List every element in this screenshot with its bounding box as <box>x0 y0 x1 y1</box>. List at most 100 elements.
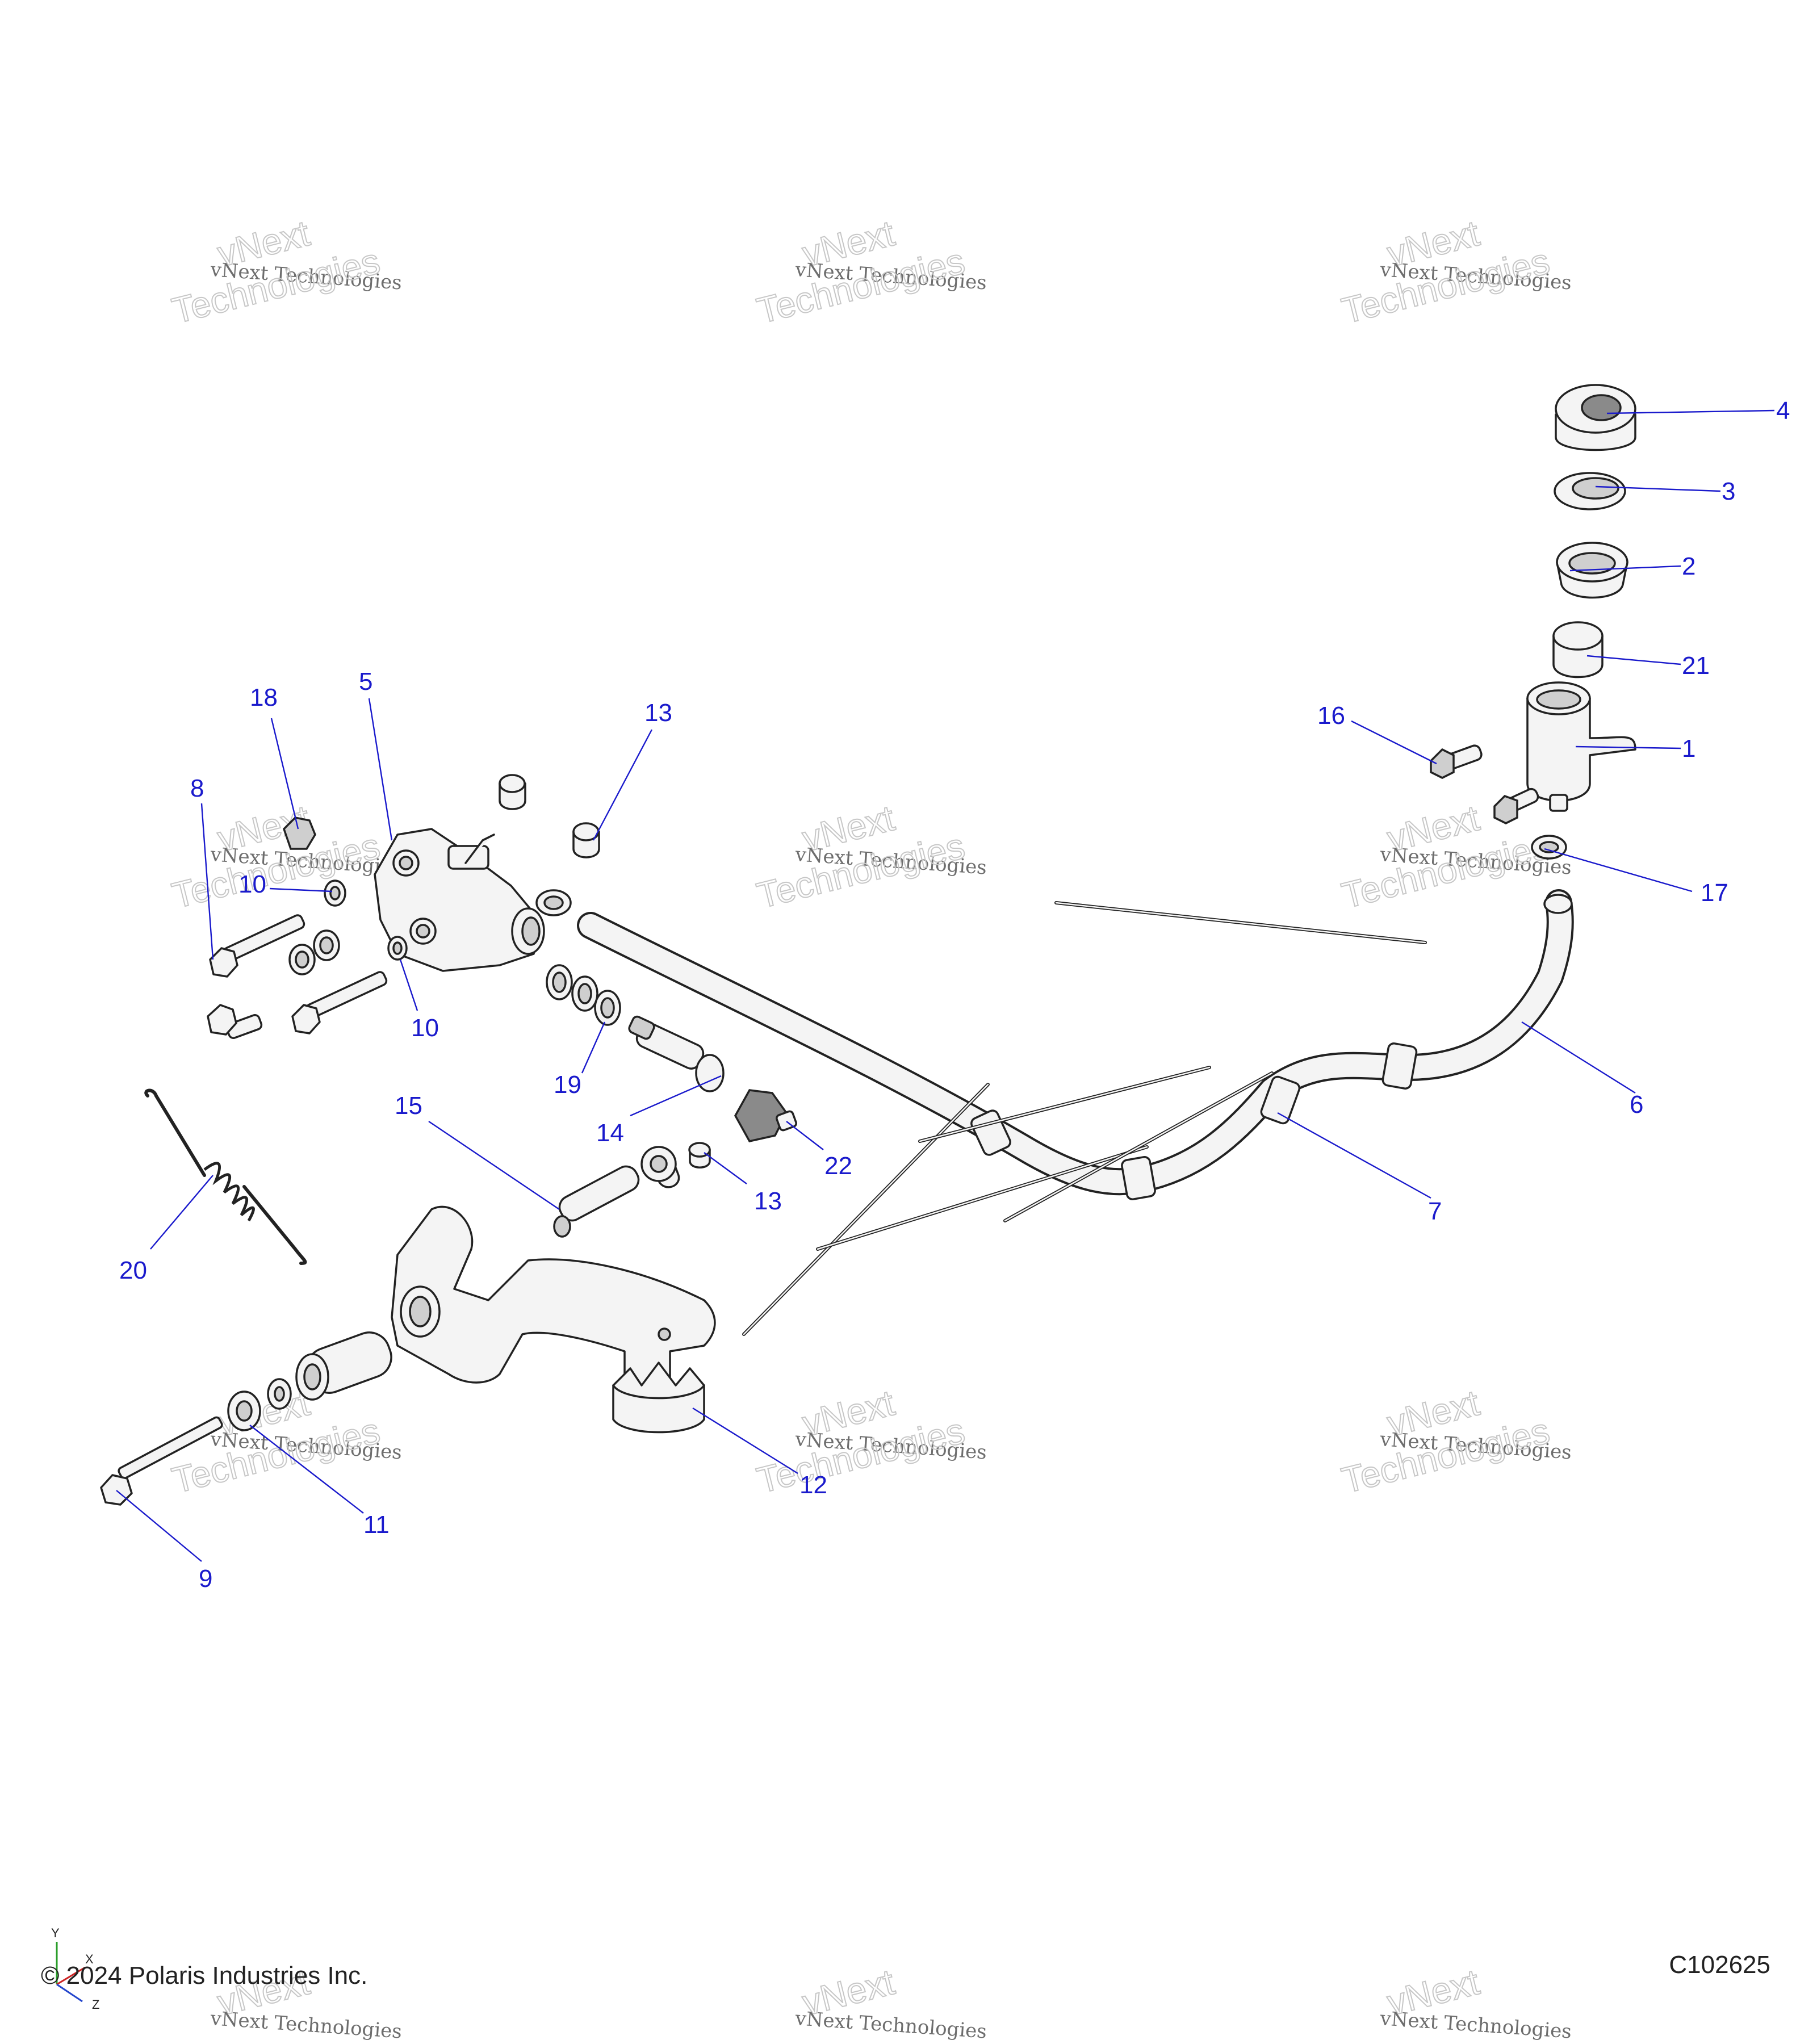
brake-hose-assembly <box>577 889 1574 1336</box>
hose-end-cap <box>1543 894 1573 914</box>
washer-10-upper <box>324 879 346 907</box>
callout-19[interactable]: 19 <box>554 1071 581 1099</box>
bushing <box>640 1146 680 1188</box>
callout-5[interactable]: 5 <box>359 668 372 696</box>
cable-tie-inner <box>817 1146 1148 1250</box>
callout-18[interactable]: 18 <box>250 684 278 711</box>
leader-12 <box>692 1407 798 1475</box>
watermark-line: vNext Technologies <box>1379 2007 1572 2043</box>
return-spring-20 <box>144 1088 307 1265</box>
hose-clamp <box>1381 1042 1418 1090</box>
leader-20 <box>150 1175 213 1250</box>
callout-3[interactable]: 3 <box>1722 478 1735 505</box>
bolt-short <box>207 1004 263 1039</box>
watermark: vNext vNext Technologies Technologies <box>752 212 987 332</box>
callout-13a[interactable]: 13 <box>644 699 672 727</box>
watermark-line: vNext Technologies <box>794 2007 987 2043</box>
bolt-8 <box>209 914 305 978</box>
callout-1[interactable]: 1 <box>1682 735 1695 763</box>
watermark: vNext vNext Technologies Technologies <box>1337 212 1572 332</box>
pivot-tube-15 <box>553 1165 640 1238</box>
seal-rings-19 <box>546 964 621 1026</box>
leader-8 <box>200 803 214 960</box>
master-cylinder <box>374 828 545 972</box>
z-axis-label: Z <box>92 1997 99 2010</box>
brake-fluid-reservoir <box>1526 681 1636 812</box>
watermark-line: vNext Technologies <box>209 2007 403 2043</box>
leader-15 <box>428 1121 560 1210</box>
pedal-washer <box>267 1378 292 1410</box>
x-axis-label: X <box>85 1952 94 1966</box>
leader-22 <box>786 1121 824 1150</box>
leader-13a <box>592 729 653 841</box>
brake-switch-14 <box>628 1015 725 1092</box>
grommet-13-upper <box>572 822 600 858</box>
watermark: vNext vNext Technologies Technologies <box>752 1381 987 1501</box>
watermark: vNext vNext Technologies Technologies <box>1337 797 1572 916</box>
callout-2[interactable]: 2 <box>1682 552 1695 580</box>
leader-16 <box>1351 720 1437 765</box>
callout-12[interactable]: 12 <box>799 1471 827 1499</box>
watermark: vNext vNext Technologies <box>1379 1961 1572 2043</box>
callout-9[interactable]: 9 <box>199 1565 212 1593</box>
watermark: vNext vNext Technologies Technologies <box>752 797 987 916</box>
watermark: vNext vNext Technologies Technologies <box>168 797 403 916</box>
spring-coil <box>203 1162 255 1222</box>
leader-2 <box>1569 565 1681 572</box>
brake-hose-outline <box>577 889 1574 1196</box>
hose-clip <box>535 889 572 916</box>
figure-id: C102625 <box>1669 1951 1770 1979</box>
y-axis-label: Y <box>51 1926 60 1940</box>
leader-10a <box>269 887 333 893</box>
grommet-top <box>499 774 526 810</box>
leader-3 <box>1595 485 1721 492</box>
washer-10-lower <box>387 936 408 961</box>
leader-10b <box>399 959 418 1011</box>
leader-4 <box>1606 409 1775 414</box>
callout-22[interactable]: 22 <box>824 1152 852 1180</box>
leader-7 <box>1277 1112 1431 1199</box>
reservoir-bolt <box>1493 788 1539 824</box>
reservoir-diaphragm <box>1554 472 1626 510</box>
copyright-notice: © 2024 Polaris Industries Inc. <box>41 1962 368 1989</box>
callout-4[interactable]: 4 <box>1776 397 1790 425</box>
reservoir-float <box>1552 621 1604 678</box>
callout-14[interactable]: 14 <box>596 1119 624 1147</box>
callout-15[interactable]: 15 <box>395 1092 422 1120</box>
cable-tie-inner <box>1055 902 1426 944</box>
watermark: vNext vNext Technologies Technologies <box>168 212 403 332</box>
fitting-22 <box>734 1089 797 1142</box>
watermarks: vNext vNext Technologies Technologies vN… <box>168 212 1572 2043</box>
leader-19 <box>581 1021 606 1074</box>
callout-7[interactable]: 7 <box>1428 1197 1442 1225</box>
callouts: 1 2 3 4 5 6 7 8 9 10 10 11 12 13 13 14 1… <box>119 397 1790 1593</box>
callout-11[interactable]: 11 <box>363 1511 390 1539</box>
cable-tie-inner <box>1004 1072 1273 1222</box>
x-axis-line <box>56 1966 86 1986</box>
hose-clamp <box>1260 1075 1301 1125</box>
axis-triad: Y X Z <box>51 1926 99 2010</box>
callout-17[interactable]: 17 <box>1701 879 1728 907</box>
leader-21 <box>1586 655 1681 665</box>
callout-6[interactable]: 6 <box>1630 1091 1643 1119</box>
callout-10a[interactable]: 10 <box>238 870 266 898</box>
callout-16[interactable]: 16 <box>1317 702 1345 730</box>
brake-hose-fill <box>579 891 1572 1193</box>
leader-9 <box>116 1490 202 1562</box>
hose-clamp-17 <box>1531 835 1567 860</box>
leader-11 <box>249 1425 364 1514</box>
hose-clamp <box>1121 1156 1156 1200</box>
callout-10b[interactable]: 10 <box>411 1014 439 1042</box>
z-axis-line <box>56 1983 83 2003</box>
callout-8[interactable]: 8 <box>190 774 204 802</box>
o-rings <box>288 929 340 975</box>
pedal-pivot-sleeve <box>295 1331 392 1401</box>
callout-20[interactable]: 20 <box>119 1256 147 1284</box>
pivot-bolt-9 <box>100 1416 223 1506</box>
callout-13b[interactable]: 13 <box>754 1187 782 1215</box>
callout-21[interactable]: 21 <box>1682 652 1710 680</box>
leader-13b <box>704 1152 747 1184</box>
watermark: vNext vNext Technologies Technologies <box>1337 1381 1572 1501</box>
leader-5 <box>368 698 393 841</box>
